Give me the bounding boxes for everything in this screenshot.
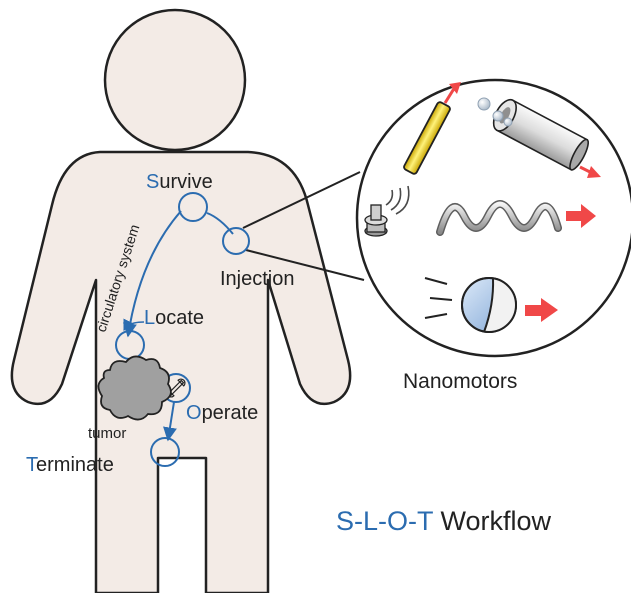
survive-node xyxy=(178,192,208,222)
locate-label: Locate xyxy=(144,307,204,329)
tumor-icon xyxy=(97,355,172,421)
operate-label: Operate xyxy=(186,402,258,424)
workflow-title: S-L-O-T Workflow xyxy=(336,506,552,536)
head xyxy=(103,8,247,152)
callout-line-bottom xyxy=(245,249,365,281)
operate-to-terminate-path xyxy=(163,401,177,442)
injection-node xyxy=(222,227,250,255)
rod-motor-icon xyxy=(403,82,461,175)
ultrasound-device-icon xyxy=(364,185,410,237)
terminate-label: Terminate xyxy=(26,454,114,476)
human-figure xyxy=(10,8,352,593)
tube-motor-icon xyxy=(477,97,601,178)
injection-to-survive-path xyxy=(206,212,234,235)
workflow-path xyxy=(115,192,250,467)
locate-pointer-arrow xyxy=(123,318,145,332)
nanomotors-label: Nanomotors xyxy=(403,370,517,393)
janus-sphere-icon xyxy=(424,277,558,333)
injection-label: Injection xyxy=(220,268,295,290)
terminate-node xyxy=(150,437,180,467)
tumor-label: tumor xyxy=(88,425,126,442)
nanomotor-magnified-view xyxy=(355,78,631,358)
callout-line-top xyxy=(242,171,361,229)
body-silhouette xyxy=(10,150,352,593)
survive-label: Survive xyxy=(146,171,213,193)
helix-motor-icon xyxy=(436,200,596,236)
